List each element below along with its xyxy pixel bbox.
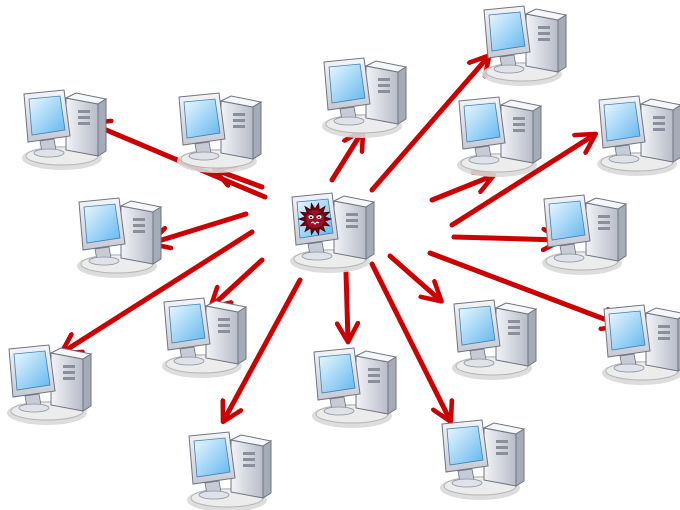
infection-arrow xyxy=(216,170,265,190)
infected-computer-icon xyxy=(289,192,375,274)
desktop-computer-icon xyxy=(439,419,525,501)
infection-arrow xyxy=(346,269,348,340)
desktop-computer-icon xyxy=(186,431,272,510)
infection-arrow xyxy=(387,253,440,300)
desktop-computer-icon xyxy=(176,92,262,174)
desktop-computer-icon xyxy=(311,347,397,429)
infection-arrow xyxy=(449,135,594,228)
infection-arrow xyxy=(212,257,265,306)
infection-arrow xyxy=(224,277,303,420)
virus-bug-icon xyxy=(297,202,333,236)
desktop-computer-icon xyxy=(6,344,92,426)
infection-arrow xyxy=(329,132,362,183)
source-computer xyxy=(289,192,375,274)
desktop-computer-icon xyxy=(161,297,247,379)
infection-arrow xyxy=(427,250,620,325)
desktop-computer-icon xyxy=(21,89,107,171)
infection-arrows xyxy=(63,57,620,420)
infection-arrow xyxy=(429,176,492,203)
infection-arrow xyxy=(152,211,249,243)
infection-arrow xyxy=(451,237,560,240)
desktop-computer-icon xyxy=(541,194,627,276)
desktop-computer-icon xyxy=(76,197,162,279)
infection-arrow xyxy=(63,229,255,352)
desktop-computer-icon xyxy=(601,304,680,386)
desktop-computer-icon xyxy=(596,95,680,177)
desktop-computer-icon xyxy=(456,96,542,178)
infection-arrow xyxy=(369,57,488,193)
infection-arrow xyxy=(369,261,450,420)
desktop-computer-icon xyxy=(321,57,407,139)
desktop-computer-icon xyxy=(451,299,537,381)
desktop-computer-icon xyxy=(481,5,567,87)
